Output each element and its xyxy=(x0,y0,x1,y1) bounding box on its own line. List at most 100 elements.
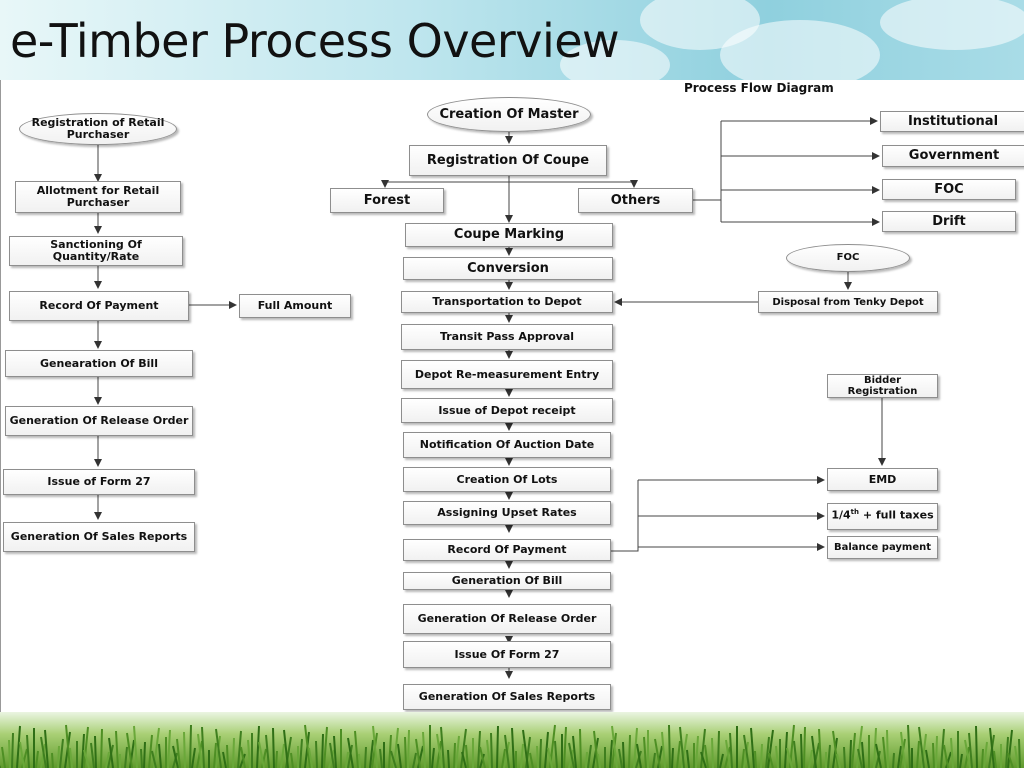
grass-blade xyxy=(59,738,64,768)
grass-blade xyxy=(115,730,119,768)
grass-blade xyxy=(743,734,750,768)
grass-blade xyxy=(191,747,196,768)
grass-blade xyxy=(496,725,499,768)
grass-blade xyxy=(587,744,592,768)
grass-blade xyxy=(618,748,623,768)
grass-blade xyxy=(897,745,902,768)
grass-blade xyxy=(486,739,491,768)
grass-blade xyxy=(183,731,186,768)
grass-blade xyxy=(803,726,806,768)
grass-blade xyxy=(479,753,485,768)
grass-blade xyxy=(875,743,882,768)
grass-blade xyxy=(345,751,349,768)
grass-blade xyxy=(283,729,289,768)
grass-blade xyxy=(323,726,328,768)
grass-blade xyxy=(201,726,205,768)
node-emd: EMD xyxy=(827,468,938,491)
grass-blade xyxy=(369,739,374,768)
grass-blade xyxy=(453,742,456,768)
grass-blade xyxy=(875,750,881,768)
grass-blade xyxy=(504,734,510,768)
node-depot-remeasurement-entry: Depot Re-measurement Entry xyxy=(401,360,613,389)
grass-blade xyxy=(372,725,378,768)
node-sanctioning-quantity-rate: Sanctioning Of Quantity/Rate xyxy=(9,236,183,266)
grass-blade xyxy=(536,745,539,768)
grass-blade xyxy=(932,742,935,768)
grass-footer xyxy=(0,712,1024,768)
grass-blade xyxy=(329,742,335,768)
grass-blade xyxy=(993,750,997,768)
grass-blade xyxy=(226,744,229,768)
grass-blade xyxy=(65,724,71,768)
grass-blade xyxy=(19,741,25,768)
grass-blade xyxy=(925,749,930,768)
node-record-of-payment-center: Record Of Payment xyxy=(403,539,611,561)
grass-blade xyxy=(511,727,515,768)
grass-blade xyxy=(404,736,407,768)
grass-blade xyxy=(148,734,153,768)
grass-blade xyxy=(585,751,588,768)
grass-blade xyxy=(1007,752,1014,768)
grass-blade xyxy=(633,727,638,768)
node-foc-category: FOC xyxy=(882,179,1016,200)
grass-blade xyxy=(189,724,192,768)
grass-blade xyxy=(490,732,493,768)
grass-blade xyxy=(16,725,21,768)
grass-blade xyxy=(247,739,251,768)
grass-blade xyxy=(315,740,318,768)
node-issue-form-27-left: Issue of Form 27 xyxy=(3,469,195,495)
grass-blade xyxy=(843,746,846,768)
grass-blade xyxy=(768,752,774,768)
grass-blade xyxy=(968,732,973,768)
grass-blade xyxy=(760,743,763,768)
grass-blade xyxy=(900,731,906,768)
grass-blade xyxy=(265,734,270,768)
grass-blade xyxy=(827,744,831,768)
grass-blade xyxy=(856,725,863,768)
grass-blade xyxy=(786,747,793,768)
grass-blade xyxy=(700,751,707,768)
grass-blade xyxy=(422,731,426,768)
grass-blade xyxy=(907,724,911,768)
grass-blade xyxy=(477,730,481,768)
grass-blade xyxy=(11,732,14,768)
grass-blade xyxy=(275,750,278,768)
grass-blade xyxy=(176,738,181,768)
grass-blade xyxy=(921,733,927,768)
grass-blade xyxy=(460,728,467,768)
grass-blade xyxy=(465,744,469,768)
grass-blade xyxy=(461,751,467,768)
node-generation-sales-reports-left: Generation Of Sales Reports xyxy=(3,522,195,552)
grass-blade xyxy=(299,738,303,768)
diagram-caption: Process Flow Diagram xyxy=(684,81,834,95)
node-generation-sales-reports-center: Generation Of Sales Reports xyxy=(403,684,611,710)
grass-blade xyxy=(479,746,486,768)
cloud-decoration xyxy=(720,20,880,80)
grass-blade xyxy=(100,728,103,768)
grass-blade xyxy=(775,745,779,768)
grass-blade xyxy=(105,751,110,768)
grass-blade xyxy=(964,739,971,768)
grass-blade xyxy=(407,729,410,768)
grass-blade xyxy=(358,753,361,768)
grass-blade xyxy=(261,748,267,768)
node-forest: Forest xyxy=(330,188,444,213)
node-record-of-payment-left: Record Of Payment xyxy=(9,291,189,321)
grass-blade xyxy=(240,746,246,768)
node-allotment-retail-purchaser: Allotment for Retail Purchaser xyxy=(15,181,181,213)
grass-blade xyxy=(700,728,706,768)
grass-blade xyxy=(892,752,895,768)
node-drift: Drift xyxy=(882,211,1016,232)
grass-blade xyxy=(81,733,85,768)
grass-blade xyxy=(237,730,242,768)
grass-blade xyxy=(741,748,745,768)
cloud-decoration xyxy=(560,40,670,80)
grass-blade xyxy=(256,725,260,768)
grass-blade xyxy=(593,730,599,768)
grass-blade xyxy=(35,750,39,768)
grass-blade xyxy=(784,731,788,768)
grass-blade xyxy=(643,736,647,768)
grass-blade xyxy=(258,741,265,768)
node-notification-auction-date: Notification Of Auction Date xyxy=(403,432,611,458)
grass-blade xyxy=(308,747,313,768)
